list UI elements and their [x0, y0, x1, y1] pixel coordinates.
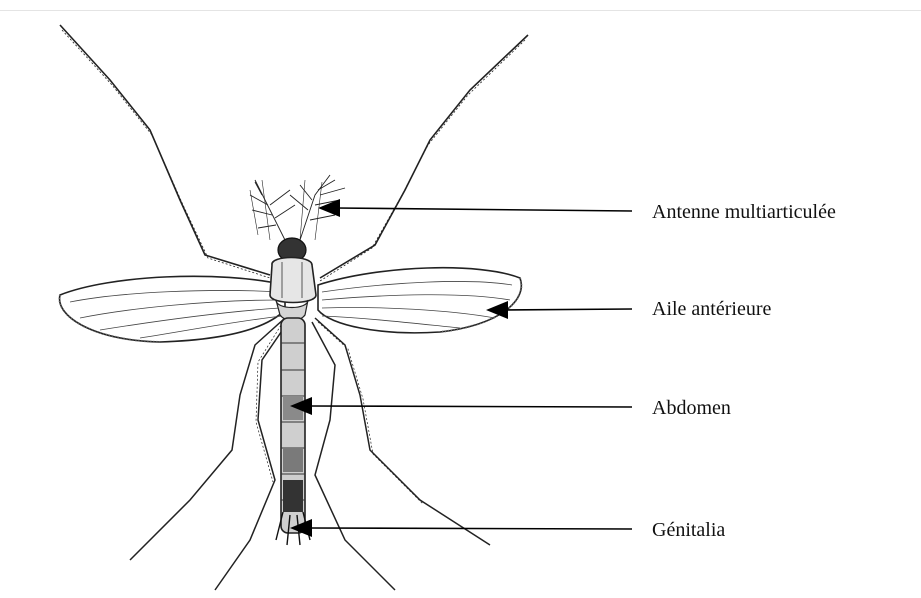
- leader-lines: [290, 199, 632, 537]
- leader-genitalia: [308, 528, 632, 529]
- left-wing: [60, 276, 285, 342]
- right-foreleg: [320, 35, 528, 281]
- abdomen: [276, 318, 310, 545]
- label-abdomen: Abdomen: [652, 396, 731, 420]
- left-foreleg: [60, 25, 270, 278]
- leader-aile: [505, 309, 632, 310]
- right-wing: [318, 268, 521, 333]
- arrowhead-antenne: [318, 199, 340, 217]
- label-aile: Aile antérieure: [652, 297, 771, 321]
- label-genitalia: Génitalia: [652, 518, 725, 542]
- label-antenne: Antenne multiarticulée: [652, 200, 836, 224]
- leader-abdomen: [308, 406, 632, 407]
- legs: [130, 318, 490, 590]
- leader-antenne: [336, 208, 632, 211]
